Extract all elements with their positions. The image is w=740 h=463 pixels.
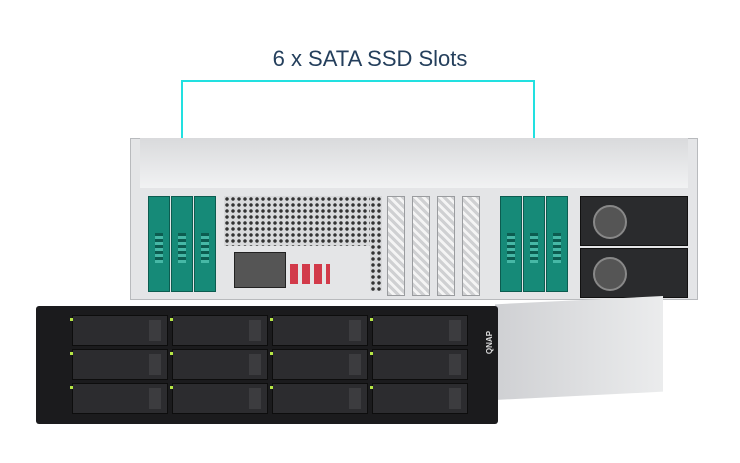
bracket-top-line — [181, 80, 535, 82]
drive-bay[interactable] — [272, 315, 368, 346]
drive-led — [370, 318, 373, 321]
ssd-slot — [171, 196, 193, 292]
qnap-logo: QNAP — [485, 330, 495, 355]
power-supply — [580, 196, 688, 246]
fan-icon — [593, 205, 627, 239]
callout-title: 6 x SATA SSD Slots — [272, 46, 468, 71]
ssd-slot — [148, 196, 170, 292]
drive-bay[interactable] — [272, 383, 368, 414]
ssd-slot — [523, 196, 545, 292]
drive-led — [70, 352, 73, 355]
pcie-slot — [437, 196, 455, 296]
rear-vent — [224, 196, 374, 246]
ssd-slot — [194, 196, 216, 292]
rear-chassis-top — [140, 138, 688, 188]
drive-led — [70, 386, 73, 389]
drive-bay[interactable] — [172, 349, 268, 380]
drive-led — [70, 318, 73, 321]
drive-bay[interactable] — [172, 383, 268, 414]
drive-led — [270, 318, 273, 321]
drive-led — [270, 386, 273, 389]
drive-bay[interactable] — [72, 383, 168, 414]
ssd-slot — [500, 196, 522, 292]
drive-led — [170, 352, 173, 355]
drive-bay[interactable] — [372, 349, 468, 380]
drive-led — [270, 352, 273, 355]
drive-led — [170, 386, 173, 389]
front-chassis-side — [495, 296, 663, 400]
drive-bay[interactable] — [272, 349, 368, 380]
drive-led — [370, 386, 373, 389]
drive-bay[interactable] — [72, 349, 168, 380]
drive-bay[interactable] — [372, 315, 468, 346]
drive-led — [370, 352, 373, 355]
ethernet-ports — [234, 252, 286, 288]
drive-bay[interactable] — [72, 315, 168, 346]
drive-bay[interactable] — [372, 383, 468, 414]
usb-ports — [290, 264, 330, 284]
pcie-slot — [412, 196, 430, 296]
drive-led — [170, 318, 173, 321]
pcie-slot — [462, 196, 480, 296]
rear-vent-2 — [370, 196, 382, 291]
fan-icon — [593, 257, 627, 291]
power-supply — [580, 248, 688, 298]
drive-bay[interactable] — [172, 315, 268, 346]
ssd-slot — [546, 196, 568, 292]
pcie-slot — [387, 196, 405, 296]
